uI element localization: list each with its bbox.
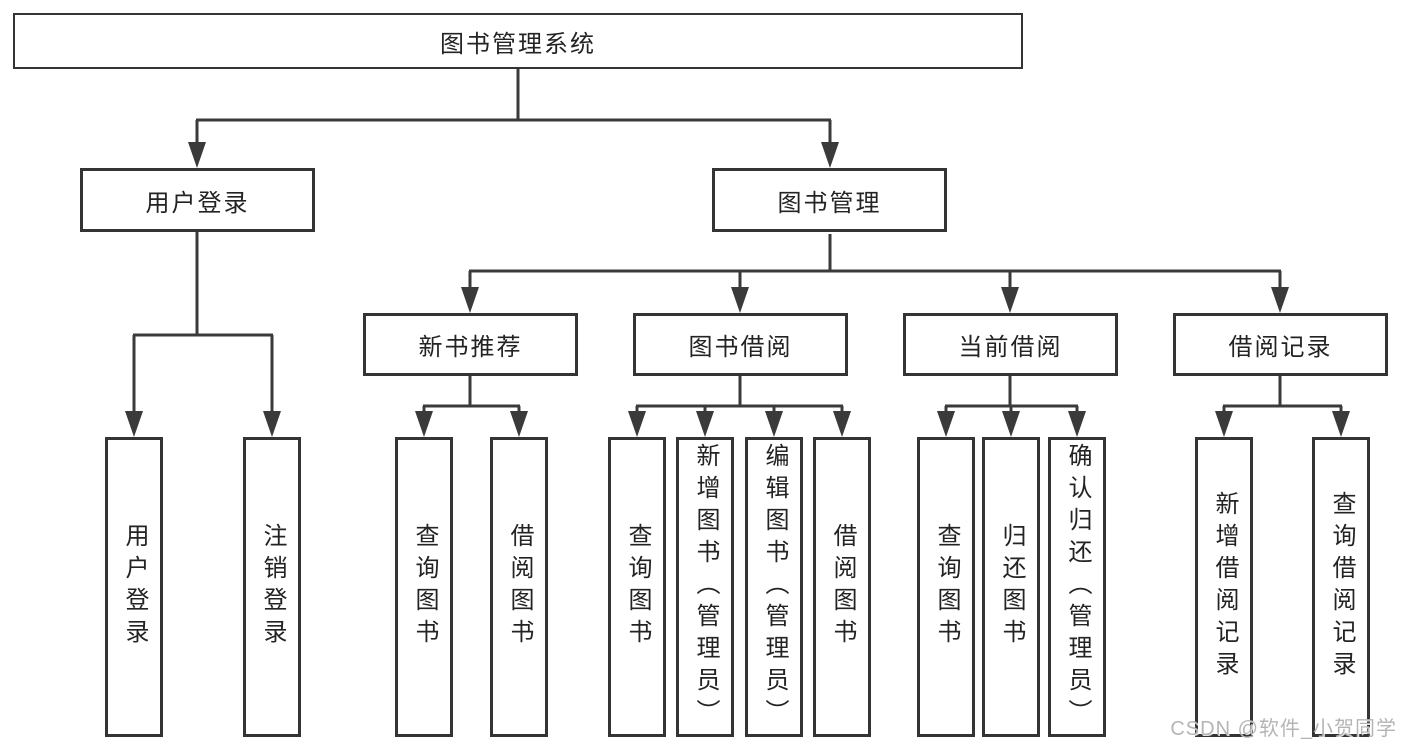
node-label: 用户登录 [145,189,250,217]
node-add-borrow-record: 新增借阅记录 [1195,437,1253,737]
connector-arrowheads [125,142,1350,437]
node-library-management-system: 图书管理系统 [13,13,1023,69]
node-label: 新增借阅记录 [1211,491,1238,683]
node-borrow-books-borrowing: 借阅图书 [813,437,871,737]
node-new-book-recommend: 新书推荐 [363,313,578,376]
node-logout: 注销登录 [243,437,301,737]
node-borrowing-records: 借阅记录 [1173,313,1388,376]
node-label: 借阅记录 [1228,334,1333,361]
node-label: 归还图书 [998,523,1025,651]
node-user-login-leaf: 用户登录 [105,437,163,737]
node-label: 用户登录 [121,523,148,651]
node-edit-book-admin: 编辑图书（管理员） [745,437,803,737]
node-query-books-recommend: 查询图书 [395,437,453,737]
node-add-book-admin: 新增图书（管理员） [676,437,734,737]
node-label: 图书借阅 [688,334,793,361]
watermark: CSDN @软件_小贺同学 [1170,718,1397,740]
node-label: 查询图书 [411,523,438,651]
node-label: 新增图书（管理员） [692,443,719,731]
node-label: 编辑图书（管理员） [761,443,788,731]
node-label: 图书管理系统 [440,30,596,58]
node-query-books-current: 查询图书 [917,437,975,737]
node-query-borrow-record: 查询借阅记录 [1312,437,1370,737]
node-current-borrowing: 当前借阅 [903,313,1118,376]
node-book-borrowing: 图书借阅 [633,313,848,376]
node-label: 借阅图书 [506,523,533,651]
node-label: 注销登录 [259,523,286,651]
node-confirm-return-admin: 确认归还（管理员） [1048,437,1106,737]
node-borrow-books-recommend: 借阅图书 [490,437,548,737]
node-label: 查询图书 [933,523,960,651]
node-book-management-branch: 图书管理 [712,168,947,232]
node-label: 借阅图书 [829,523,856,651]
node-label: 查询图书 [624,523,651,651]
connector-stems [132,69,1343,415]
node-query-books-borrowing: 查询图书 [608,437,666,737]
node-label: 查询借阅记录 [1328,491,1355,683]
node-label: 当前借阅 [958,334,1063,361]
node-label: 新书推荐 [418,334,523,361]
node-label: 图书管理 [777,189,882,217]
node-return-book: 归还图书 [982,437,1040,737]
node-label: 确认归还（管理员） [1064,443,1091,731]
node-user-login-branch: 用户登录 [80,168,315,232]
